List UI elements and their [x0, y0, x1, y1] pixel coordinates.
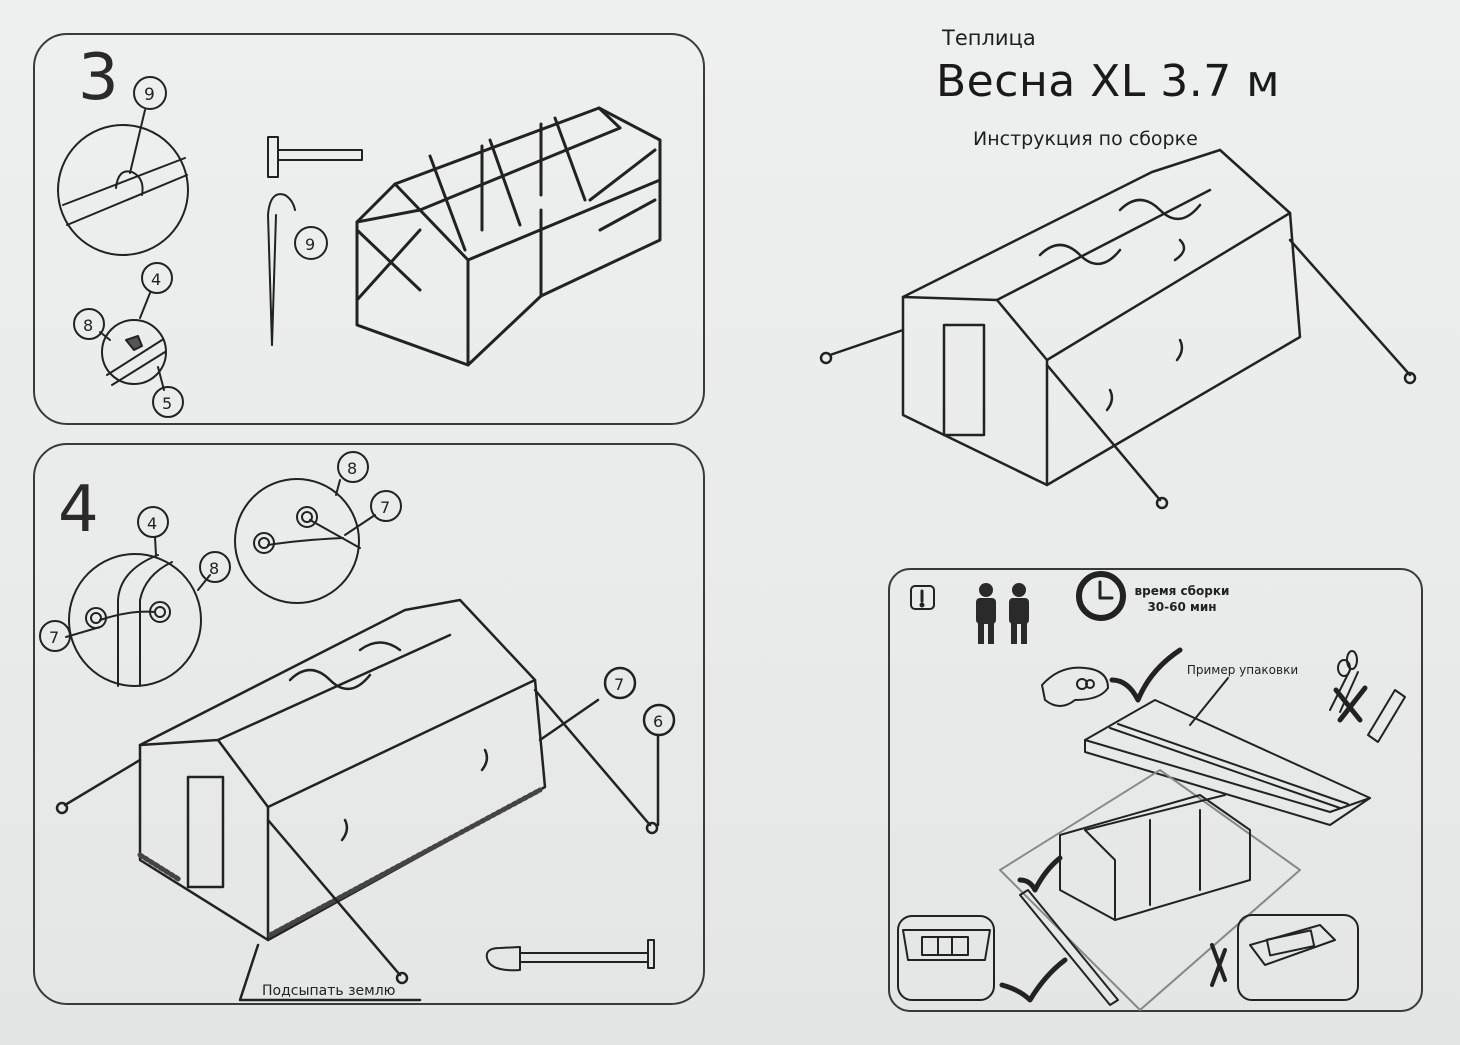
svg-text:6: 6	[653, 712, 663, 731]
assembly-time-label: время сборки	[1134, 584, 1230, 598]
check-mark-icon-3	[999, 957, 1068, 1003]
callout-9a: 9	[144, 85, 155, 105]
covered-greenhouse-drawing	[819, 148, 1417, 510]
clock-icon	[1076, 571, 1126, 621]
instructions-subtitle: Инструкция по сборке	[973, 128, 1198, 150]
hammer-icon	[267, 136, 363, 178]
hand-tearing-icon	[1041, 666, 1109, 707]
scissors-icon	[1329, 650, 1359, 713]
step-3-detail-peg	[57, 76, 189, 256]
step-3-number: 3	[78, 41, 119, 115]
assembly-time-value: 30-60 мин	[1147, 600, 1217, 614]
step-3-panel	[33, 33, 705, 425]
product-type: Теплица	[942, 26, 1036, 50]
check-mark-icon-2	[1017, 855, 1063, 893]
product-name: Весна XL 3.7 м	[936, 56, 1280, 107]
spirit-level-wrong-icon	[1237, 914, 1359, 1001]
warning-icon	[910, 585, 935, 610]
package-box-drawing	[1084, 677, 1371, 826]
shovel-icon	[485, 939, 655, 972]
utility-knife-icon	[1367, 689, 1406, 743]
svg-text:8: 8	[209, 559, 219, 578]
step-3-detail-clip	[73, 262, 184, 418]
greenhouse-frame-drawing	[355, 106, 662, 367]
info-panel	[888, 568, 1423, 1012]
svg-text:9: 9	[305, 235, 315, 254]
svg-text:5: 5	[162, 394, 172, 413]
svg-text:7: 7	[380, 498, 390, 517]
spirit-level-correct-icon	[897, 915, 995, 1001]
ground-peg-icon	[267, 193, 328, 346]
check-mark-icon	[1109, 647, 1183, 703]
cross-mark-icon-2	[1210, 943, 1227, 987]
step-4-number: 4	[58, 473, 99, 547]
greenhouse-anchored-drawing	[55, 598, 676, 1002]
cross-mark-icon	[1333, 685, 1368, 723]
two-people-icon	[976, 583, 1029, 644]
frame-on-ground-drawing	[999, 769, 1301, 1011]
svg-text:4: 4	[147, 514, 157, 533]
step-4-panel	[33, 443, 705, 1005]
svg-text:4: 4	[151, 270, 161, 289]
step-4-detail-cord	[234, 451, 402, 604]
add-soil-note: Подсыпать землю	[262, 983, 396, 999]
svg-text:7: 7	[49, 628, 59, 647]
svg-text:8: 8	[347, 459, 357, 478]
svg-text:7: 7	[614, 675, 624, 694]
packaging-example-label: Пример упаковки	[1186, 663, 1299, 677]
step-4-detail-lace	[39, 506, 231, 687]
svg-text:8: 8	[83, 316, 93, 335]
